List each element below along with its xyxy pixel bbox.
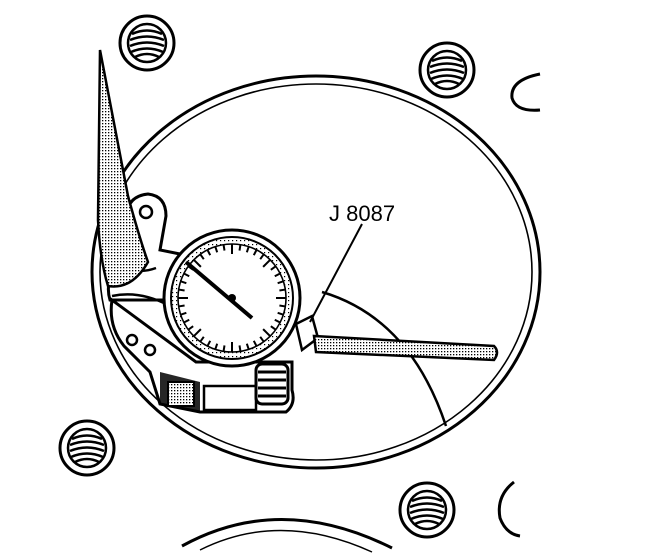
dial-tick	[206, 340, 212, 347]
cylinder-bore-outer	[90, 74, 542, 470]
spring-knob-icon	[254, 362, 290, 406]
dial-tick	[214, 343, 219, 350]
dial-tick	[262, 259, 271, 268]
dial-tick	[206, 249, 212, 256]
needle-hub	[228, 294, 236, 302]
dial-tick	[274, 272, 281, 278]
dial-tick	[214, 246, 219, 253]
dial-tick	[193, 259, 202, 268]
cylinder-bore-inner	[99, 83, 533, 461]
dial-tick	[238, 244, 242, 251]
dial-tick	[183, 318, 190, 324]
dial-tick	[259, 336, 265, 343]
dial-tick	[183, 272, 190, 278]
dial-tick	[259, 253, 265, 260]
dial-tick	[199, 253, 205, 260]
gauge-body	[106, 192, 295, 414]
dial-tick	[180, 280, 187, 285]
dial-tick	[252, 340, 258, 347]
callout-leader	[309, 223, 363, 323]
dial-bore-gauge-icon	[162, 228, 302, 368]
chamber-arc-bottom	[181, 518, 393, 550]
dial-tick	[277, 280, 284, 285]
dial-tick	[277, 311, 284, 316]
threaded-hole-icon	[118, 14, 176, 72]
dial-tick	[180, 311, 187, 316]
gauge-handle-icon	[294, 314, 499, 362]
dial-tick	[262, 328, 271, 337]
dial-tick	[270, 265, 277, 271]
dial-tick	[193, 328, 202, 337]
dial-tick	[279, 288, 286, 292]
dial-needle	[184, 260, 254, 320]
dial-tick	[199, 336, 205, 343]
dial-tick	[222, 345, 226, 352]
dial-tick	[238, 345, 242, 352]
dial-tick	[274, 318, 281, 324]
chamber-arc-bottom-inner	[199, 529, 373, 553]
dial-tick	[279, 304, 286, 308]
threaded-hole-icon	[58, 419, 116, 477]
threaded-hole-icon	[418, 41, 476, 99]
dial-tick	[245, 343, 250, 350]
dial-tick	[252, 249, 258, 256]
threaded-hole-icon	[398, 481, 456, 539]
background-arc	[321, 290, 448, 427]
dial-tick	[178, 304, 185, 308]
dial-tick	[270, 325, 277, 331]
callout-label: J 8087	[329, 201, 395, 226]
dial-ticks	[178, 244, 286, 352]
pointer-arm-icon	[96, 49, 150, 288]
chamber-arc-top-right	[510, 72, 541, 112]
dial-tick	[245, 246, 250, 253]
dial-tick	[187, 325, 194, 331]
dial-tick	[178, 288, 185, 292]
chamber-arc-bottom-right	[497, 480, 521, 538]
dial-tick	[222, 244, 226, 251]
